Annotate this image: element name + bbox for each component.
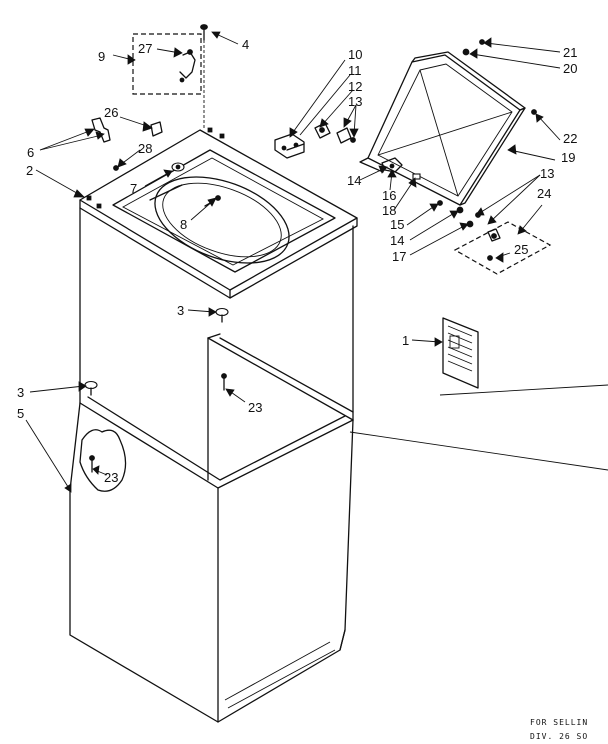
callout-7: 7 <box>130 181 137 196</box>
callout-3-side: 3 <box>17 385 24 400</box>
callout-15: 15 <box>390 217 404 232</box>
callout-2: 2 <box>26 163 33 178</box>
callout-19: 19 <box>561 150 575 165</box>
callout-3-top: 3 <box>177 303 184 318</box>
callout-5: 5 <box>17 406 24 421</box>
footer-line-2: DIV. 26 SO <box>530 732 588 741</box>
callout-9: 9 <box>98 49 105 64</box>
callout-25: 25 <box>514 242 528 257</box>
callout-labels: 1 2 3 3 4 5 6 7 8 9 10 11 12 13 13 14 14… <box>17 37 577 485</box>
callout-23-interior: 23 <box>248 400 262 415</box>
callout-8: 8 <box>180 217 187 232</box>
lid-switch-parts <box>274 122 356 159</box>
callout-23-side: 23 <box>104 470 118 485</box>
cabinet <box>69 207 354 723</box>
top-panel <box>79 127 358 299</box>
callout-12: 12 <box>348 79 362 94</box>
callout-27: 27 <box>138 41 152 56</box>
clip-part-28 <box>113 165 119 171</box>
instruction-card <box>442 317 479 389</box>
callout-1: 1 <box>402 333 409 348</box>
callout-22: 22 <box>563 131 577 146</box>
callout-21: 21 <box>563 45 577 60</box>
callout-26: 26 <box>104 105 118 120</box>
callout-20: 20 <box>563 61 577 76</box>
callout-14-lower: 14 <box>390 233 404 248</box>
part-9-group <box>132 33 202 95</box>
background-line-upper <box>439 384 608 396</box>
callout-4: 4 <box>242 37 249 52</box>
callout-13-right: 13 <box>540 166 554 181</box>
callout-16: 16 <box>382 188 396 203</box>
background-line-lower <box>349 431 608 471</box>
part-24-group <box>453 221 552 275</box>
callout-18: 18 <box>382 203 396 218</box>
callout-6: 6 <box>27 145 34 160</box>
callout-17: 17 <box>392 249 406 264</box>
callout-13-top: 13 <box>348 94 362 109</box>
screw-part-4 <box>200 24 208 130</box>
callout-10: 10 <box>348 47 362 62</box>
footer-line-1: FOR SELLIN <box>530 718 588 727</box>
hinge-part-6 <box>91 117 111 143</box>
footer-note: FOR SELLIN DIV. 26 SO <box>530 718 588 741</box>
callout-11: 11 <box>348 63 362 78</box>
screws-part-23 <box>89 373 227 473</box>
callout-14-upper: 14 <box>347 173 361 188</box>
grommet-part-7 <box>171 162 185 172</box>
leader-lines <box>25 31 561 493</box>
lid <box>359 51 526 206</box>
lid-hinge-pins <box>462 39 537 115</box>
screws-part-3 <box>84 307 229 396</box>
bracket-part-26 <box>150 121 163 137</box>
callout-24: 24 <box>537 186 551 201</box>
callout-28: 28 <box>138 141 152 156</box>
